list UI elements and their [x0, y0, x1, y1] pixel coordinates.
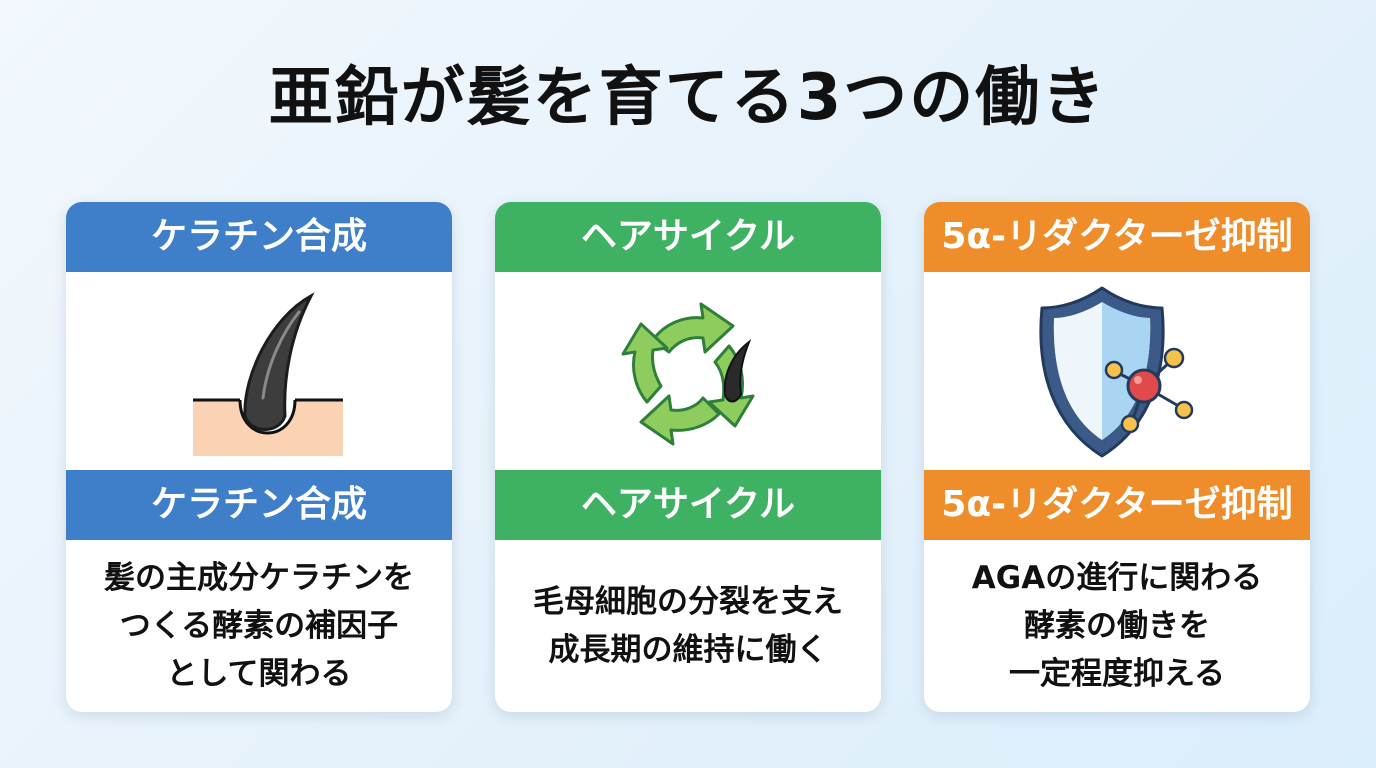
card-hair-cycle: ヘアサイクル ヘアサイクル 毛母細胞の分裂を支え 成長期の維持に働く — [495, 202, 881, 712]
card-body-line: として関わる — [166, 656, 352, 692]
card-body-line: 酵素の働きを — [1024, 608, 1210, 644]
card-illustration — [66, 272, 452, 470]
card-header: ヘアサイクル — [495, 202, 881, 272]
card-header: 5α-リダクターゼ抑制 — [924, 202, 1310, 272]
card-body-line: つくる酵素の補因子 — [119, 608, 399, 644]
page-title: 亜鉛が髪を育てる3つの働き — [268, 61, 1108, 135]
shield-molecule-icon — [1039, 286, 1194, 458]
card-body-line: 髪の主成分ケラチンを — [104, 560, 414, 596]
hair-follicle-icon — [193, 292, 343, 456]
card-illustration — [495, 272, 881, 470]
card-subheader: ケラチン合成 — [66, 470, 452, 540]
card-5a-reductase-inhibition: 5α-リダクターゼ抑制 5α-リダクターゼ抑制 AGAの進行に関わる 酵 — [924, 202, 1310, 712]
cycle-arrows-icon — [621, 302, 755, 446]
card-body: 毛母細胞の分裂を支え 成長期の維持に働く — [495, 540, 881, 712]
card-body-line: 成長期の維持に働く — [548, 632, 828, 668]
card-body-line: 毛母細胞の分裂を支え — [533, 584, 843, 620]
card-body-line: AGAの進行に関わる — [971, 560, 1263, 596]
card-body: 髪の主成分ケラチンを つくる酵素の補因子 として関わる — [66, 540, 452, 712]
card-keratin-synthesis: ケラチン合成 ケラチン合成 髪の主成分ケラチンを つくる酵素の補因子 として関わ… — [66, 202, 452, 712]
card-header: ケラチン合成 — [66, 202, 452, 272]
card-subheader: 5α-リダクターゼ抑制 — [924, 470, 1310, 540]
card-body: AGAの進行に関わる 酵素の働きを 一定程度抑える — [924, 540, 1310, 712]
card-body-line: 一定程度抑える — [1008, 656, 1226, 692]
card-subheader: ヘアサイクル — [495, 470, 881, 540]
card-illustration — [924, 272, 1310, 470]
